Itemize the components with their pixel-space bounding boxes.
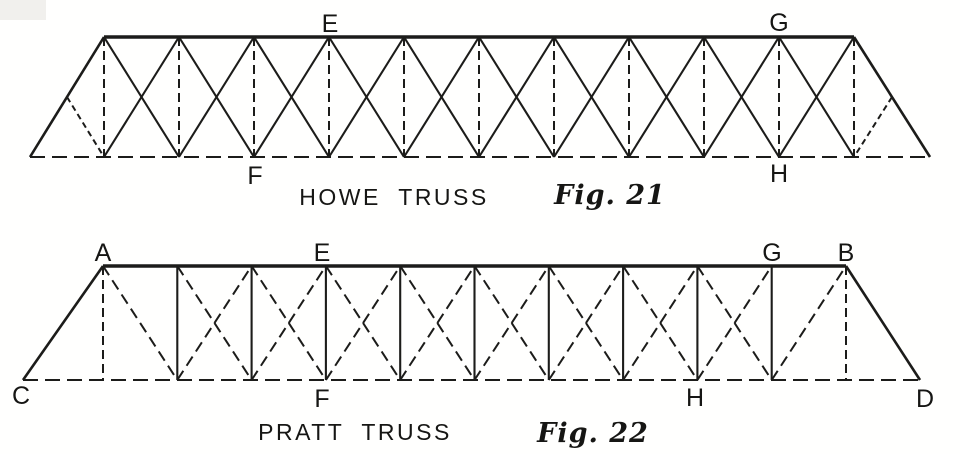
pratt-truss-end-diagonal-right xyxy=(770,265,847,381)
pratt-truss-right-end-post xyxy=(844,265,922,381)
scan-artifact xyxy=(0,0,46,20)
howe-truss-diagonal-up-6 xyxy=(553,36,630,158)
howe-truss-diagonal-up-4 xyxy=(403,36,480,158)
howe-truss-node-label-F: F xyxy=(247,162,262,190)
pratt-truss-caption: PRATT TRUSS xyxy=(258,419,452,445)
pratt-truss-diagonal-up-6 xyxy=(547,265,624,381)
howe-truss-left-sub-diagonal xyxy=(66,96,105,158)
howe-truss-node-label-H: H xyxy=(770,160,788,188)
howe-truss-diagonal-up-8 xyxy=(703,36,780,158)
pratt-truss-node-label-C: C xyxy=(12,382,30,410)
howe-truss-node-label-G: G xyxy=(769,9,788,37)
pratt-truss-node-label-F: F xyxy=(314,385,329,413)
pratt-truss-node-label-G: G xyxy=(762,239,781,267)
pratt-truss-left-end-post xyxy=(21,265,105,381)
pratt-truss-diagonal-up-2 xyxy=(250,265,327,381)
pratt-truss-end-diagonal-left xyxy=(102,265,179,381)
howe-truss-fig-number: Fig. 21 xyxy=(553,180,666,211)
pratt-truss-node-label-D: D xyxy=(916,385,934,413)
pratt-truss-fig-number: Fig. 22 xyxy=(536,418,649,449)
howe-truss-diagonal-up-0 xyxy=(103,36,180,158)
howe-truss-diagonal-up-1 xyxy=(178,36,255,158)
pratt-truss-diagonal-up-5 xyxy=(473,265,550,381)
howe-truss-diagonal-up-9 xyxy=(778,36,855,158)
pratt-truss-diagonal-up-1 xyxy=(176,265,253,381)
howe-truss-diagonal-up-5 xyxy=(478,36,555,158)
pratt-truss-diagonal-up-8 xyxy=(696,265,773,381)
pratt-truss-node-label-E: E xyxy=(314,239,331,267)
howe-truss-caption: HOWE TRUSS xyxy=(299,184,488,210)
howe-truss-node-label-E: E xyxy=(322,10,339,38)
howe-truss-diagonal-up-2 xyxy=(253,36,330,158)
howe-truss-diagonal-up-7 xyxy=(628,36,705,158)
pratt-truss-diagonal-up-3 xyxy=(325,265,402,381)
pratt-truss-figure: A E G B C F H D PRATT TRUSS Fig. 22 xyxy=(12,239,934,449)
pratt-truss-node-label-H: H xyxy=(686,384,704,412)
pratt-truss-node-label-B: B xyxy=(838,239,855,267)
howe-truss-diagonal-up-3 xyxy=(328,36,405,158)
pratt-truss-diagonal-up-4 xyxy=(399,265,476,381)
pratt-truss-node-label-A: A xyxy=(95,239,112,267)
howe-truss-right-sub-diagonal xyxy=(853,96,893,158)
howe-truss-figure: E G F H HOWE TRUSS Fig. 21 xyxy=(28,9,932,211)
pratt-truss-diagonal-up-7 xyxy=(622,265,699,381)
